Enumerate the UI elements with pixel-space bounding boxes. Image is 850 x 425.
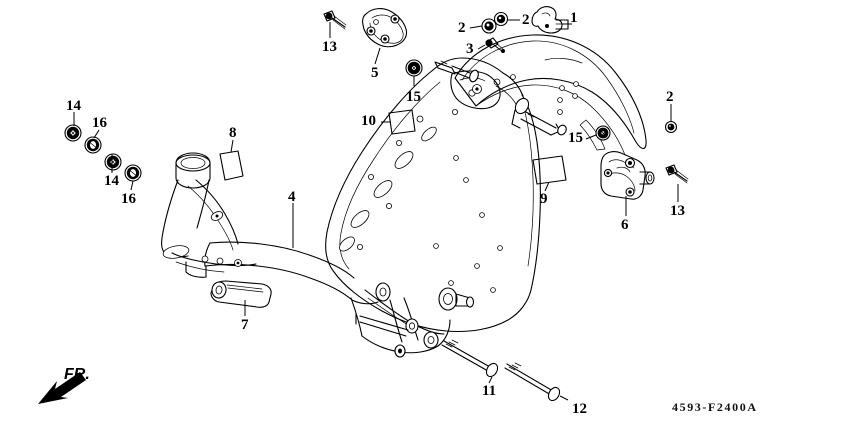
frame-lightening-holes <box>339 126 437 252</box>
front-direction-label: FR. <box>64 366 90 383</box>
part-9-caution-label <box>532 155 567 185</box>
callout-14b: 14 <box>104 173 119 189</box>
part-13a-tapping-screw <box>323 10 347 30</box>
callout-16a: 16 <box>92 115 107 131</box>
frame-body-outline <box>325 34 647 333</box>
upper-shock-rod <box>434 60 479 83</box>
part-8-pad <box>219 150 244 181</box>
callout-1: 1 <box>570 10 578 26</box>
part-16b-washer <box>124 164 142 182</box>
fender-rivet-row <box>557 81 579 115</box>
callout-11: 11 <box>482 383 497 399</box>
part-12-long-bolt <box>504 362 561 402</box>
steering-head-and-beam <box>161 152 379 305</box>
part-13b-tapping-screw <box>665 164 689 184</box>
callout-13a: 13 <box>322 39 337 55</box>
part-6-side-bracket <box>600 151 655 200</box>
callout-12: 12 <box>572 401 587 417</box>
part-2-grommets <box>481 11 678 134</box>
swingarm-pivot-assembly <box>350 282 475 358</box>
callout-6: 6 <box>621 217 629 233</box>
callout-2a: 2 <box>458 20 466 36</box>
part-15b-nut <box>595 125 611 141</box>
part-10-decal <box>388 109 416 135</box>
callout-15b: 15 <box>568 130 583 146</box>
part-7-rubber-cap <box>210 280 272 308</box>
part-11-long-bolt <box>441 339 499 378</box>
callout-10: 10 <box>361 113 376 129</box>
callout-4: 4 <box>288 189 296 205</box>
part-5-upper-bracket <box>362 8 408 48</box>
part-16a-washer <box>84 136 102 154</box>
part-3-screw <box>485 37 505 53</box>
callout-15a: 15 <box>406 89 421 105</box>
callout-2c: 2 <box>666 89 674 105</box>
part-15a-nut <box>405 59 423 77</box>
callout-7: 7 <box>241 317 249 333</box>
part-1-clamp-holder <box>531 6 569 34</box>
front-direction-arrow <box>38 372 86 404</box>
mid-shock-rod <box>511 97 567 136</box>
part-number-code: 4593-F2400A <box>672 400 758 414</box>
callout-14a: 14 <box>66 98 81 114</box>
callout-5: 5 <box>371 65 379 81</box>
callout-3: 3 <box>466 41 474 57</box>
callout-16b: 16 <box>121 191 136 207</box>
part-14b-flange-nut <box>104 153 122 171</box>
callout-8: 8 <box>229 125 237 141</box>
callout-9: 9 <box>540 191 548 207</box>
callout-13b: 13 <box>670 203 685 219</box>
callout-leader-lines <box>73 19 679 401</box>
callout-2b: 2 <box>522 12 530 28</box>
part-14a-flange-nut <box>64 124 82 142</box>
